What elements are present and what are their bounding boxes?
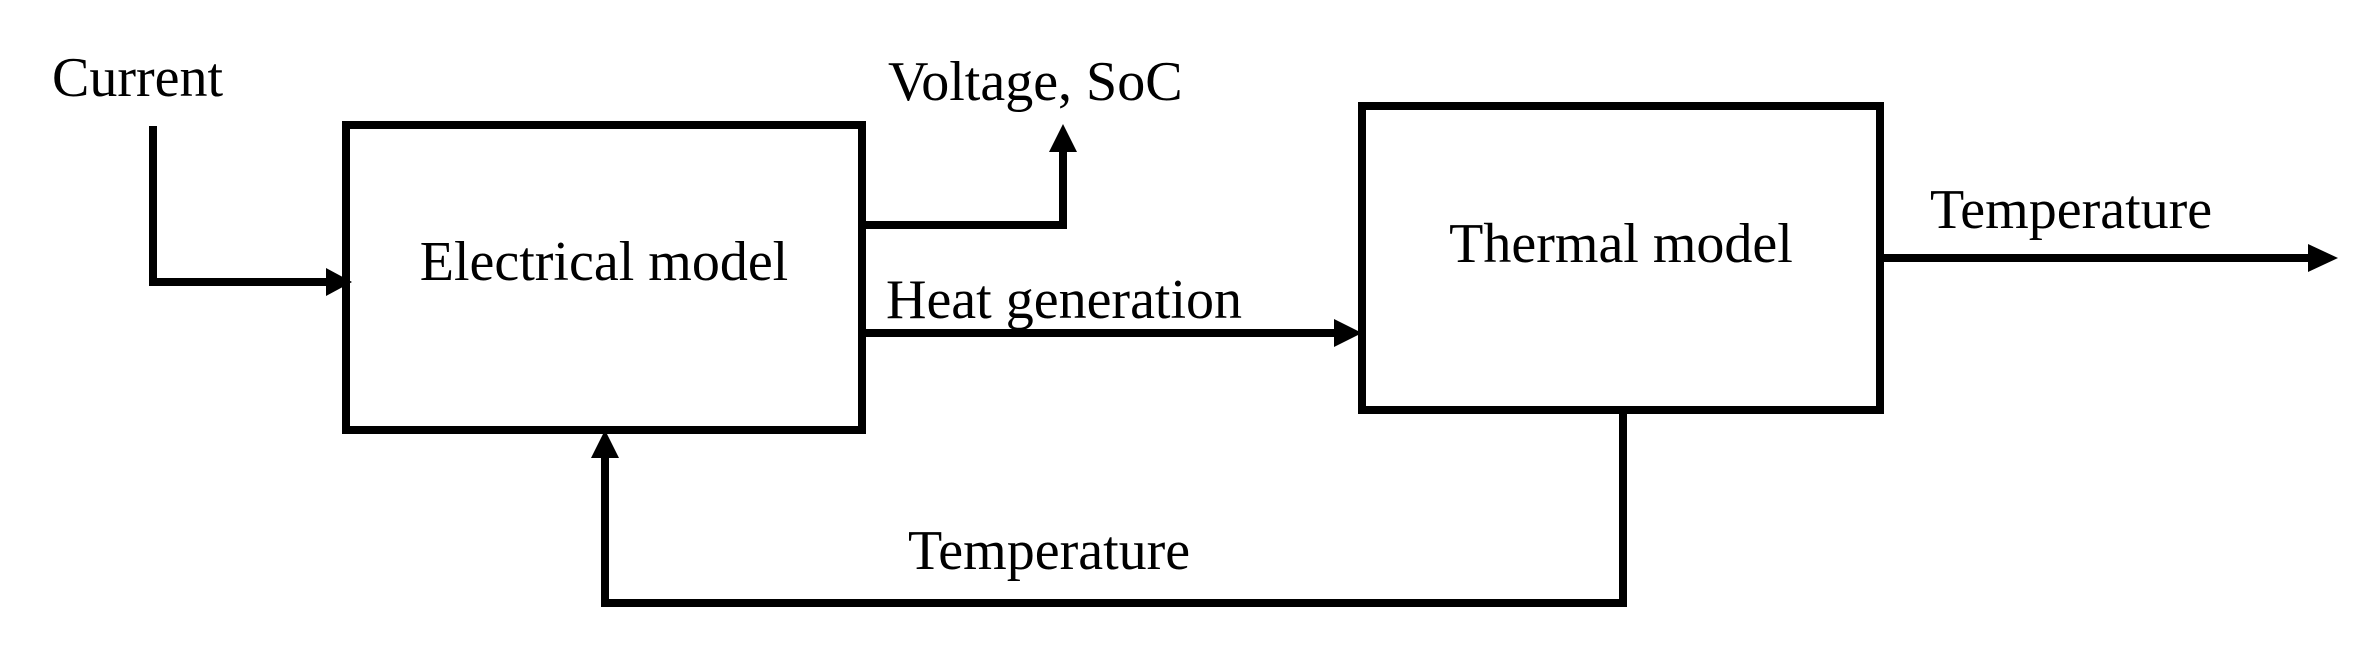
heat-generation-label: Heat generation <box>886 269 1242 331</box>
electrical-model-label: Electrical model <box>420 231 788 293</box>
temperature-feedback-line <box>601 410 1627 607</box>
temperature-output-arrowhead <box>2308 244 2338 272</box>
temperature-output-label: Temperature <box>1930 179 2212 241</box>
heat-generation-arrowhead <box>1334 319 1362 347</box>
heat-generation-arrow <box>862 319 1362 347</box>
electrical-model-box <box>342 121 866 434</box>
voltage-soc-output-arrow <box>862 124 1077 229</box>
thermal-model-box <box>1358 102 1884 414</box>
current-input-line <box>149 126 326 286</box>
temperature-feedback-arrow <box>591 410 1627 607</box>
thermal-model-label: Thermal model <box>1449 213 1793 275</box>
thermal-model-block: Thermal model <box>1358 102 1884 414</box>
temperature-feedback-arrowhead <box>591 430 619 458</box>
current-label: Current <box>52 47 224 109</box>
temperature-feedback-label: Temperature <box>908 520 1190 582</box>
temperature-output-arrow <box>1880 244 2338 272</box>
voltage-soc-label: Voltage, SoC <box>888 51 1183 113</box>
current-input-arrow <box>149 126 352 296</box>
electrical-model-block: Electrical model <box>342 121 866 434</box>
current-input-arrowhead <box>326 268 352 296</box>
voltage-soc-output-line <box>862 150 1067 229</box>
voltage-soc-output-arrowhead <box>1049 124 1077 152</box>
